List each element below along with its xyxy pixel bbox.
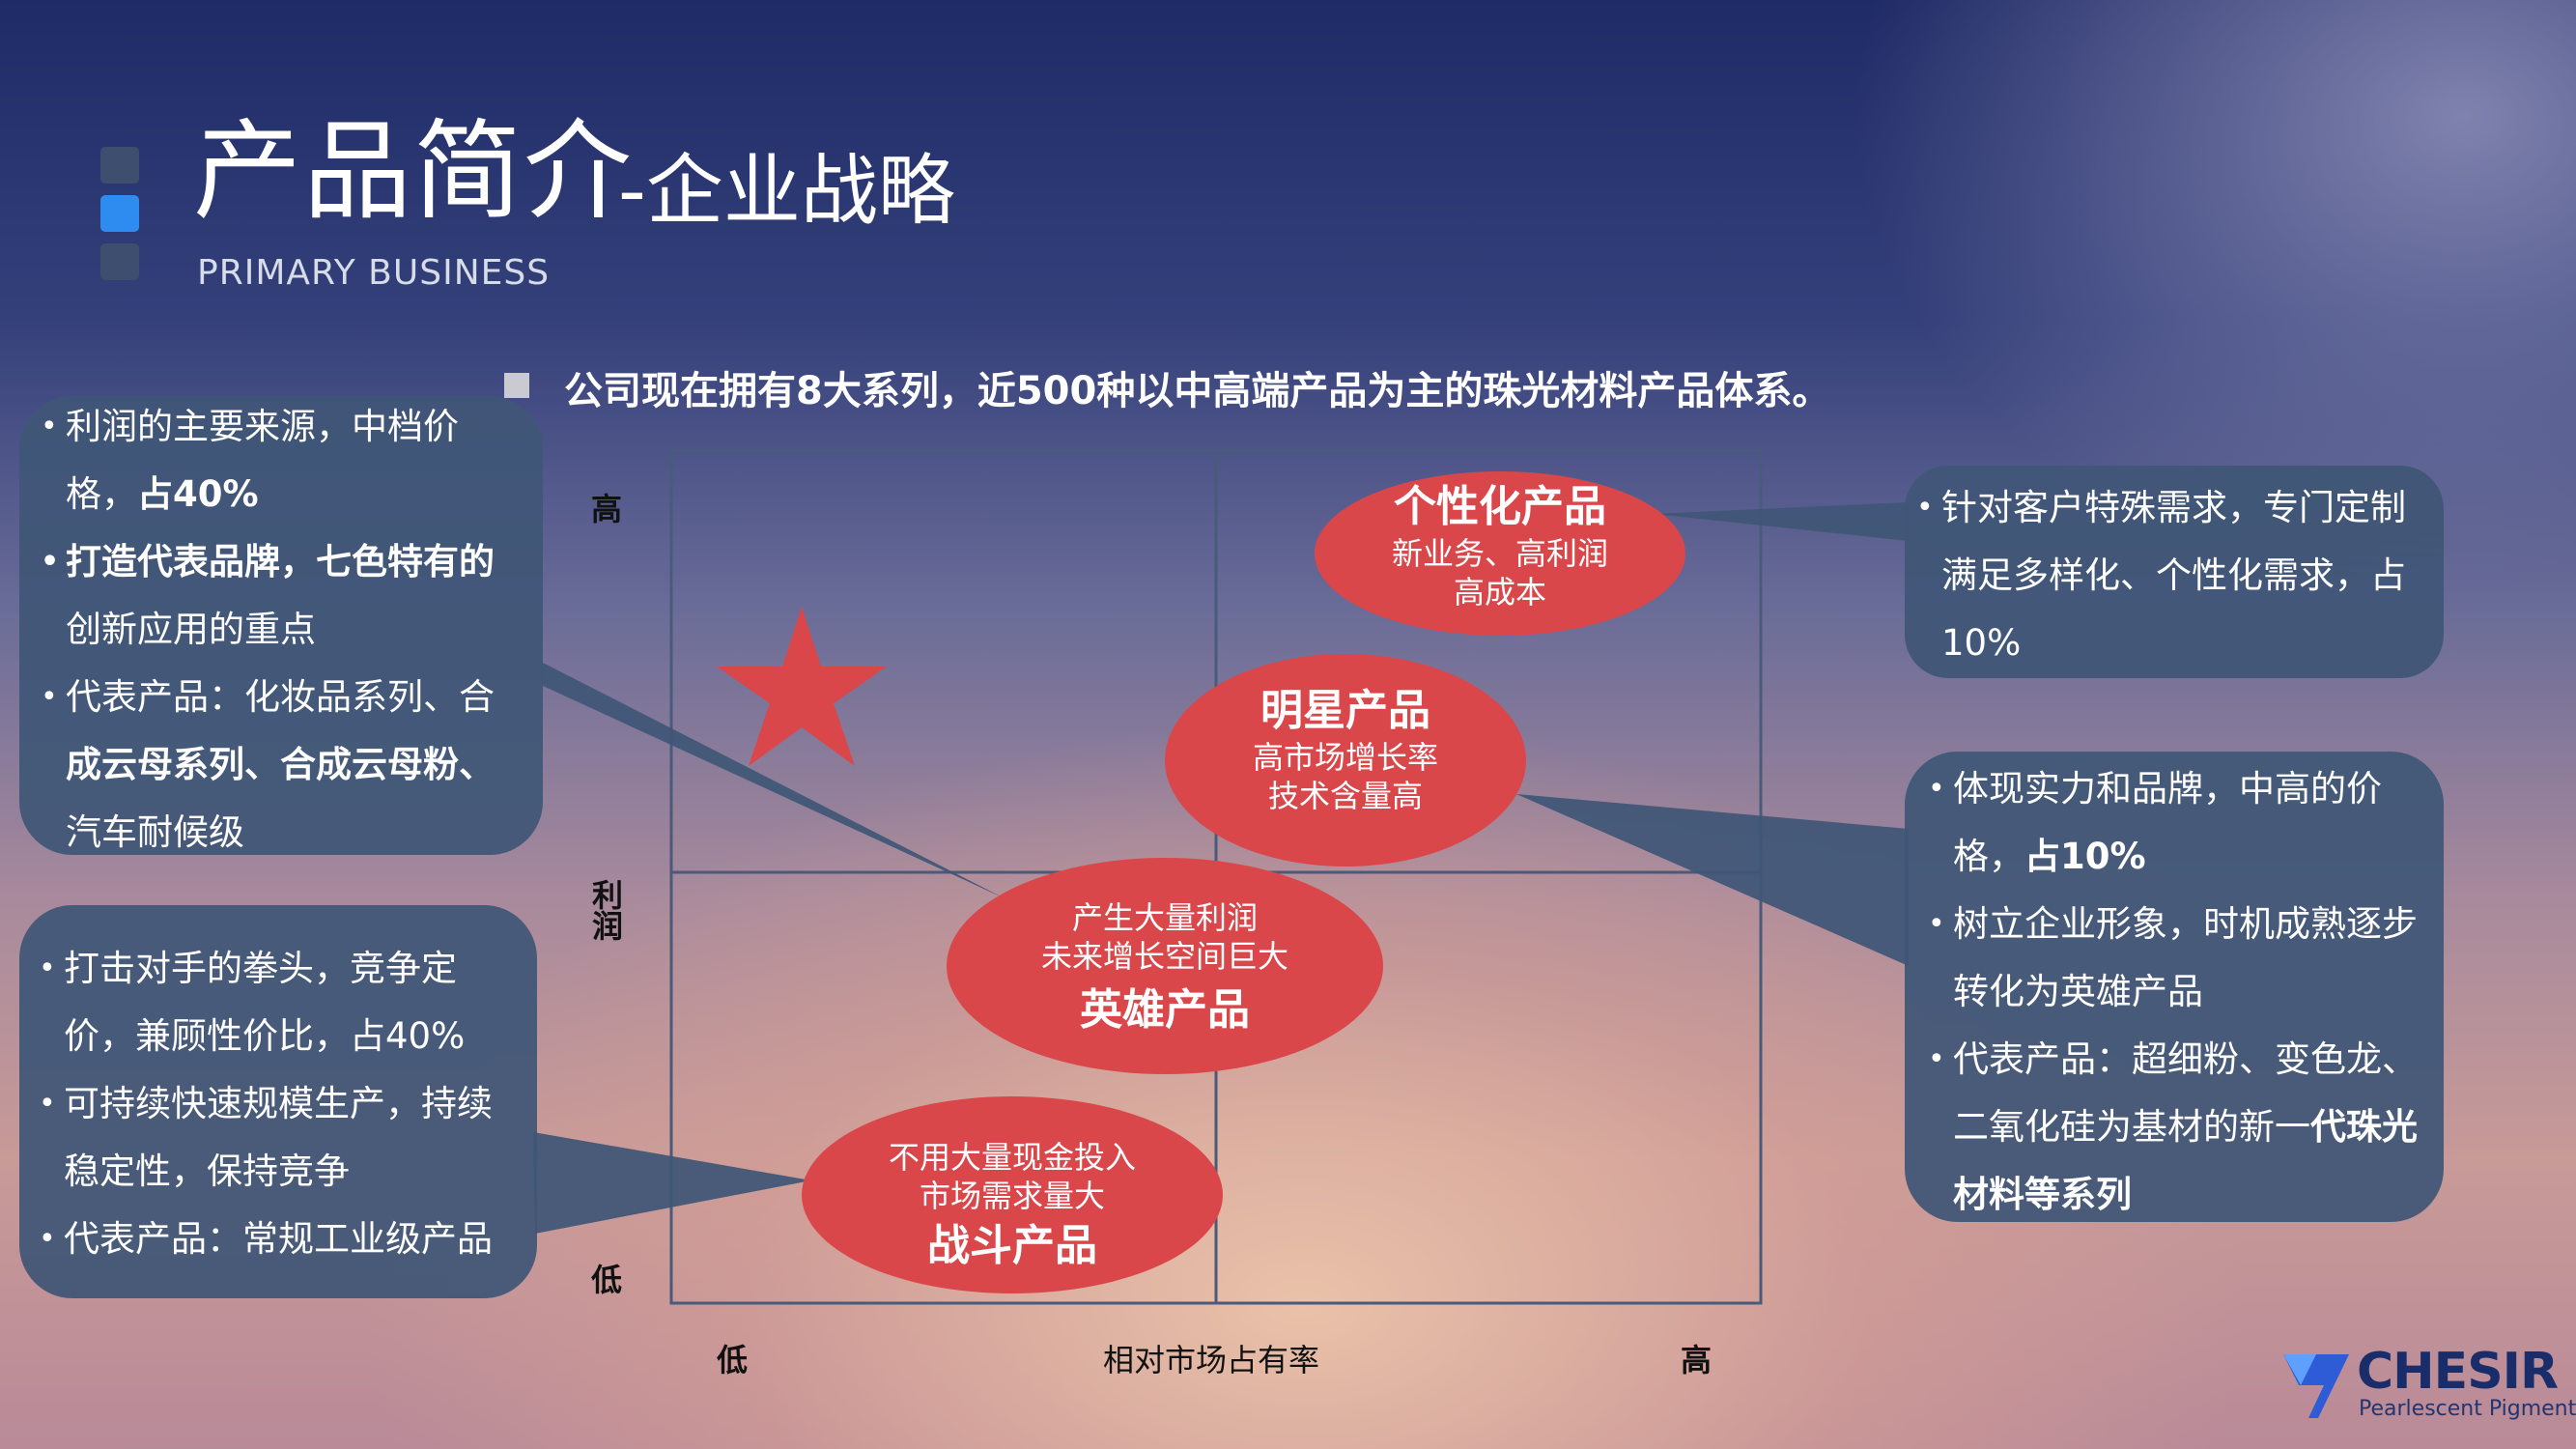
quadrant-hero-line1: 产生大量利润 <box>1071 899 1259 936</box>
callout-personal-bullet-1: 针对客户特殊需求，专门定制满足多样化、个性化需求，占10% <box>1916 474 2428 677</box>
quadrant-battle-name: 战斗产品 <box>926 1221 1097 1270</box>
quadrant-hero: 产生大量利润 未来增长空间巨大 英雄产品 <box>1041 898 1288 1037</box>
quadrant-personal-line1: 新业务、高利润 <box>1391 535 1609 572</box>
star-icon <box>717 607 887 766</box>
callout-star-bullet-2: 树立企业形象，时机成熟逐步转化为英雄产品 <box>1928 891 2420 1026</box>
page-title-suffix: -企业战略 <box>618 146 955 236</box>
y-axis-high-label: 高 <box>591 491 623 527</box>
quadrant-star: 明星产品 高市场增长率 技术含量高 <box>1253 684 1438 815</box>
quadrant-star-line1: 高市场增长率 <box>1252 739 1439 776</box>
callout-tail-hero <box>541 662 1005 898</box>
callout-battle-bullet-3: 代表产品：常规工业级产品 <box>39 1206 520 1273</box>
quadrant-star-name: 明星产品 <box>1260 686 1430 735</box>
page-subtitle: PRIMARY BUSINESS <box>197 253 551 293</box>
quadrant-hero-name: 英雄产品 <box>1079 985 1250 1035</box>
x-axis-high-label: 高 <box>1681 1342 1713 1378</box>
callout-personal-text: 针对客户特殊需求，专门定制满足多样化、个性化需求，占10% <box>1916 474 2428 677</box>
chesir-logo-mark <box>2283 1354 2349 1418</box>
deco-square-active <box>100 195 139 232</box>
y-axis-low-label: 低 <box>591 1262 623 1298</box>
quadrant-personal: 个性化产品 新业务、高利润 高成本 <box>1392 480 1608 611</box>
quadrant-battle-line2: 市场需求量大 <box>919 1178 1106 1214</box>
quadrant-battle: 不用大量现金投入 市场需求量大 战斗产品 <box>889 1138 1136 1273</box>
x-axis-low-label: 低 <box>717 1342 749 1378</box>
deco-square-bottom <box>100 243 139 280</box>
callout-battle-bullet-2: 可持续快速规模生产，持续稳定性，保持竞争 <box>39 1070 520 1206</box>
logo-name: CHESIR <box>2357 1343 2559 1401</box>
callout-star-text: 体现实力和品牌，中高的价格，占10% 树立企业形象，时机成熟逐步转化为英雄产品 … <box>1928 755 2420 1229</box>
quadrant-personal-name: 个性化产品 <box>1393 482 1606 531</box>
quadrant-hero-line2: 未来增长空间巨大 <box>1040 938 1289 975</box>
callout-tail-star <box>1516 794 1909 966</box>
callout-battle-bullet-1: 打击对手的拳头，竞争定价，兼顾性价比，占40% <box>39 935 520 1070</box>
callout-battle-text: 打击对手的拳头，竞争定价，兼顾性价比，占40% 可持续快速规模生产，持续稳定性，… <box>39 935 520 1273</box>
callout-star-bullet-3: 代表产品：超细粉、变色龙、二氧化硅为基材的新一代珠光材料等系列 <box>1928 1026 2420 1229</box>
callout-tail-battle <box>533 1132 811 1234</box>
callout-hero-bullet-3: 代表产品：化妆品系列、合成云母系列、合成云母粉、汽车耐候级 <box>41 664 528 867</box>
callout-hero-bullet-1: 利润的主要来源，中档价格，占40% <box>41 393 528 528</box>
intro-text: 公司现在拥有8大系列，近500种以中高端产品为主的珠光材料产品体系。 <box>564 369 1831 413</box>
x-axis-label: 相对市场占有率 <box>1103 1342 1320 1378</box>
deco-square-top <box>100 147 139 184</box>
ellipse-personal <box>1315 471 1685 636</box>
callout-star-bullet-1: 体现实力和品牌，中高的价格，占10% <box>1928 755 2420 891</box>
y-axis-label: 利润 <box>587 879 624 941</box>
quadrant-star-line2: 技术含量高 <box>1267 778 1424 814</box>
page-title: 产品简介 <box>193 109 634 235</box>
quadrant-battle-line1: 不用大量现金投入 <box>888 1139 1137 1176</box>
ellipse-star <box>1165 654 1526 867</box>
callout-tail-personal <box>1654 502 1909 541</box>
quadrant-personal-line2: 高成本 <box>1453 574 1547 611</box>
ellipse-battle <box>802 1096 1223 1293</box>
ellipse-hero <box>947 858 1383 1074</box>
logo-tagline: Pearlescent Pigment <box>2359 1397 2576 1421</box>
